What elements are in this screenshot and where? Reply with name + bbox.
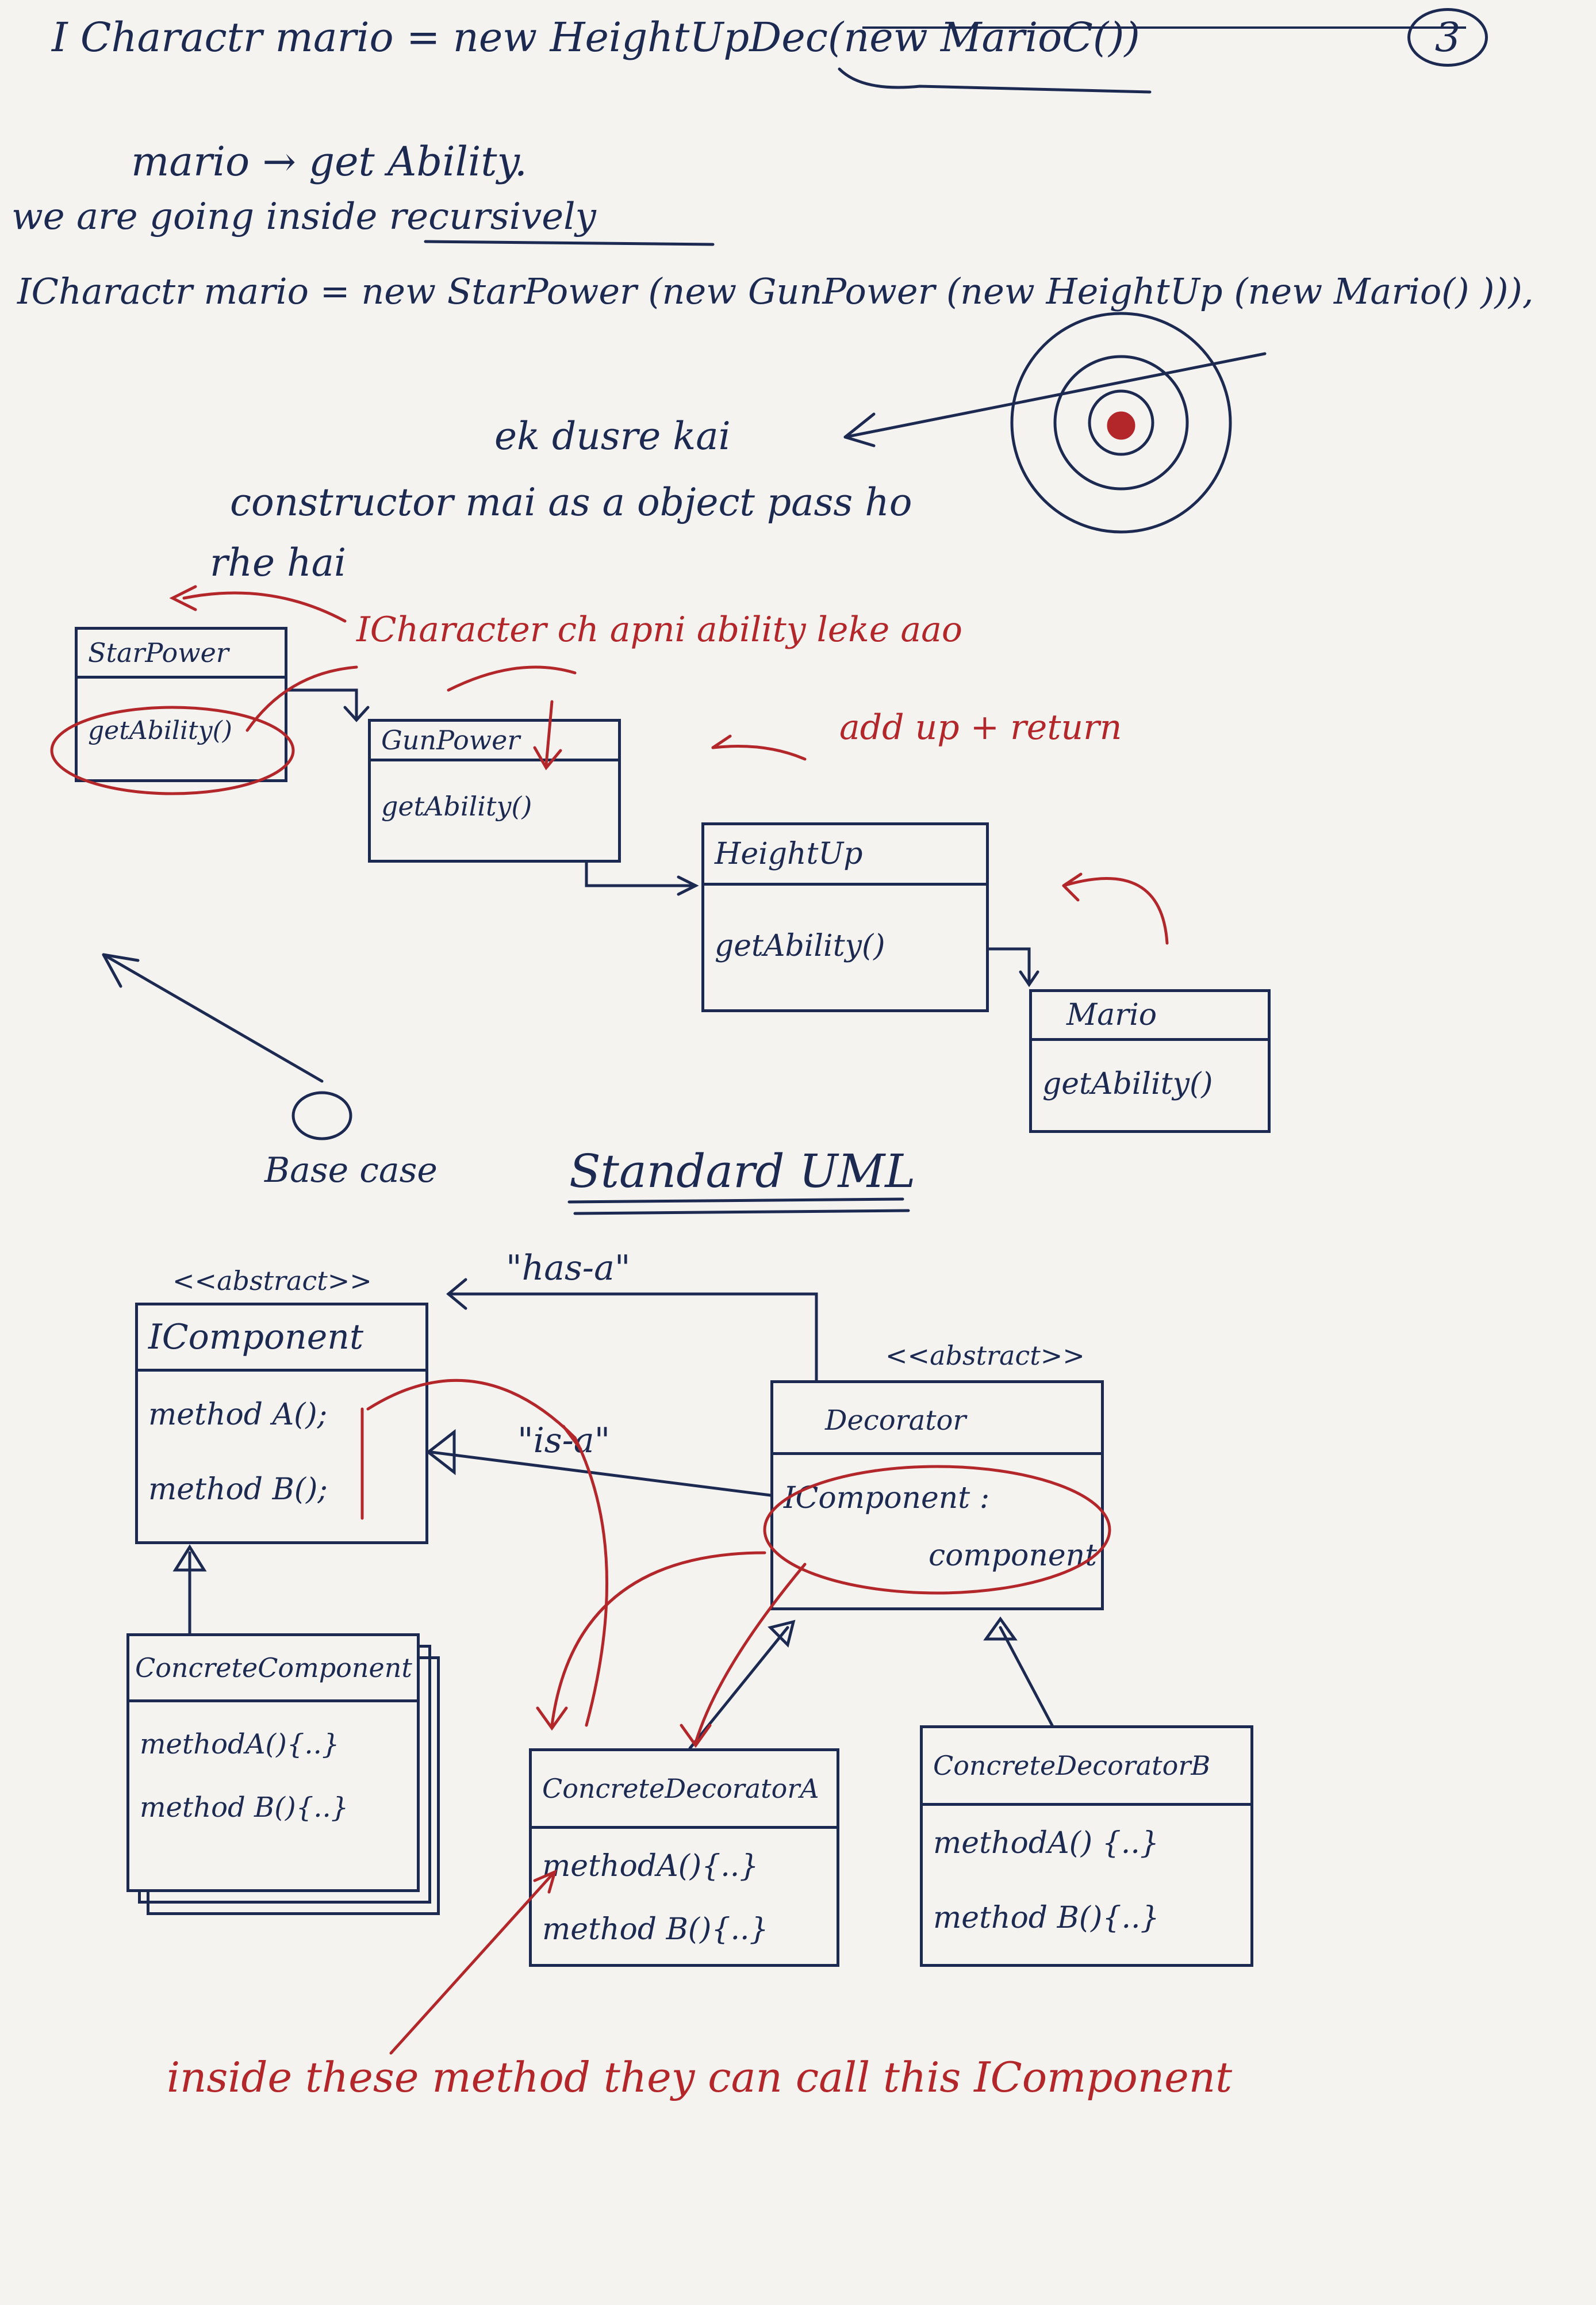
red-arc-to-concrete-component — [573, 1436, 609, 1727]
red-return-arrow — [711, 745, 807, 761]
red-return-arrow-2 — [1062, 877, 1169, 945]
is-a-arrow — [429, 1450, 772, 1497]
red-arc-field-to-cc — [550, 1551, 766, 1727]
decorator-b-inherit — [999, 1626, 1054, 1727]
explain-1: ek dusre kai — [494, 414, 731, 458]
bottom-red-note: inside these method they can call this I… — [167, 2053, 1233, 2101]
note-line-4: ICharactr mario = new StarPower (new Gun… — [17, 270, 1534, 312]
standard-uml-underline — [567, 1197, 904, 1204]
red-circle-component-field — [763, 1465, 1111, 1595]
explain-3: rhe hai — [210, 541, 347, 585]
decorator-title: Decorator — [773, 1383, 1101, 1455]
has-a-arrow — [447, 1292, 818, 1382]
top-rule — [862, 26, 1466, 29]
arrow-star-to-gun — [286, 688, 358, 721]
mario-box: Mario getAbility() — [1029, 989, 1271, 1133]
star-power-box: StarPower getAbility() — [75, 627, 287, 782]
concentric-circle-mid — [1053, 355, 1189, 491]
height-up-title: HeightUp — [704, 825, 986, 886]
concrete-decorator-a-box: ConcreteDecoratorA methodA(){..} method … — [529, 1748, 839, 1967]
concrete-component-title: ConcreteComponent — [129, 1636, 417, 1702]
red-note-1: ICharacter ch apni ability leke aao — [356, 610, 962, 650]
concrete-decorator-a-method-b: method B(){..} — [542, 1912, 769, 1947]
arrow-gun-to-height — [585, 861, 697, 887]
concrete-decorator-a-method-a: methodA(){..} — [542, 1849, 759, 1883]
icomponent-title: IComponent — [138, 1305, 425, 1372]
note-line-1: I Charactr mario = new HeightUpDec(new M… — [52, 14, 1140, 61]
standard-uml-heading: Standard UML — [569, 1144, 916, 1198]
arrow-height-to-mario — [987, 947, 1031, 985]
page-number: 3 — [1407, 8, 1488, 67]
concrete-component-box: ConcreteComponent methodA(){..} method B… — [126, 1633, 420, 1892]
red-dot-icon — [1107, 411, 1135, 440]
red-arrow-gun-power-down — [544, 700, 554, 767]
concrete-component-method-b: method B(){..} — [140, 1791, 349, 1824]
mario-title: Mario — [1032, 992, 1268, 1041]
decorator-a-inherit — [688, 1626, 789, 1750]
icomponent-method-a: method A(); — [148, 1397, 328, 1432]
gun-power-title: GunPower — [371, 722, 618, 761]
note-line-2: mario → get Ability. — [131, 138, 528, 185]
red-note-2: add up + return — [839, 707, 1122, 748]
red-circle-star-ability — [50, 706, 295, 795]
concentric-circle-inner — [1088, 389, 1154, 456]
base-case-ball — [291, 1091, 352, 1140]
base-case-label: Base case — [264, 1150, 438, 1190]
star-power-title: StarPower — [78, 630, 285, 679]
red-arc-to-decorator — [366, 1379, 577, 1439]
icomponent-method-b: method B(); — [148, 1472, 328, 1507]
mario-method: getAbility() — [1042, 1067, 1213, 1101]
arrow-to-circles — [843, 352, 1267, 439]
has-a-label: "has-a" — [506, 1248, 631, 1288]
concrete-decorator-b-title: ConcreteDecoratorB — [923, 1728, 1250, 1806]
height-up-box: HeightUp getAbility() — [701, 822, 989, 1012]
height-up-method: getAbility() — [715, 929, 885, 963]
concrete-decorator-b-box: ConcreteDecoratorB methodA() {..} method… — [920, 1725, 1253, 1967]
note-line-3: we are going inside recursively — [11, 196, 596, 238]
concrete-decorator-a-title: ConcreteDecoratorA — [532, 1751, 837, 1829]
red-arc-field-to-cda — [694, 1563, 807, 1744]
gun-power-method: getAbility() — [381, 791, 532, 822]
recursively-underline — [424, 240, 715, 246]
red-arc-rhe-hai — [182, 591, 347, 623]
red-arrow-bottom-note — [389, 1873, 554, 2055]
concrete-component-method-a: methodA(){..} — [140, 1728, 340, 1760]
red-arc-star-to-gun — [245, 665, 358, 732]
decorator-stereotype: <<abstract>> — [885, 1340, 1085, 1371]
explain-2: constructor mai as a object pass ho — [230, 480, 912, 524]
gun-power-box: GunPower getAbility() — [368, 719, 621, 863]
concrete-decorator-b-method-b: method B(){..} — [933, 1901, 1160, 1935]
decorator-field-1: IComponent : — [784, 1481, 990, 1515]
icomponent-box: IComponent method A(); method B(); — [135, 1303, 428, 1544]
icomponent-stereotype: <<abstract>> — [172, 1265, 372, 1296]
concrete-decorator-b-method-a: methodA() {..} — [933, 1826, 1159, 1860]
base-case-arrow — [102, 953, 324, 1083]
decorator-field-2: component — [929, 1538, 1097, 1573]
red-arc-gun-power — [447, 665, 577, 692]
heightup-underline — [838, 67, 1152, 94]
concentric-circle-outer — [1010, 312, 1232, 534]
star-power-method: getAbility() — [88, 716, 232, 745]
